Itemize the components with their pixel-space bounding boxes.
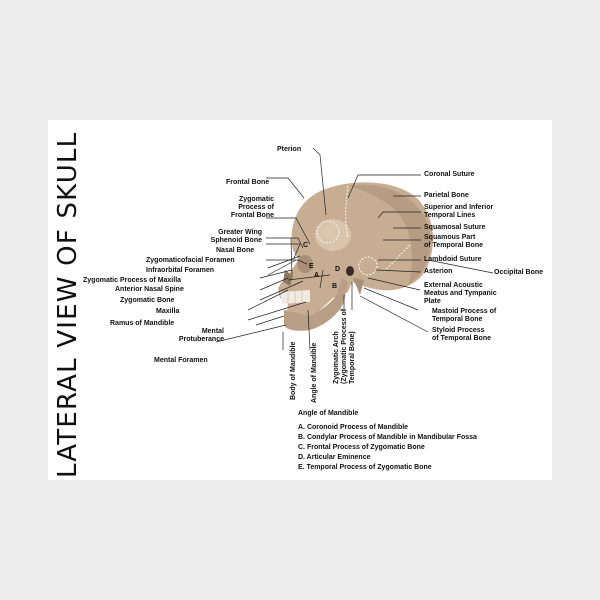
- label-zygomatic-bone: Zygomatic Bone: [120, 297, 175, 304]
- lambdoid-suture-line: [382, 244, 411, 273]
- label-zygomatic-process-maxilla: Zygomatic Process of Maxilla: [83, 277, 182, 284]
- label-zygomaticofacial-foramen: Zygomaticofacial Foramen: [146, 257, 235, 264]
- asterion-circle: [358, 256, 378, 276]
- label-zygomatic-arch: Zygomatic Arch (Zygomatic Process of Tem…: [333, 308, 356, 384]
- poster: LATERAL VIEW OF SKULL: [48, 120, 552, 480]
- letter-a: A: [314, 272, 320, 279]
- label-mastoid-process: Mastoid Process of Temporal Bone: [432, 308, 497, 323]
- label-nasal-bone: Nasal Bone: [216, 247, 255, 254]
- mandible: [284, 278, 348, 331]
- label-infraorbital-foramen: Infraorbital Foramen: [146, 267, 215, 274]
- label-body-of-mandible: Body of Mandible: [290, 341, 297, 400]
- skull-illustration: [215, 147, 494, 351]
- label-anterior-nasal-spine: Anterior Nasal Spine: [115, 286, 184, 293]
- face: [278, 260, 353, 328]
- legend-heading: Angle of Mandible: [298, 410, 359, 417]
- orbit: [297, 255, 313, 273]
- temporal-fossa: [315, 219, 351, 251]
- letter-c: C: [303, 242, 309, 249]
- label-asterion: Asterion: [424, 268, 453, 275]
- pterion-circle: [316, 220, 340, 244]
- cranium-shadow: [348, 184, 431, 285]
- label-external-acoustic-meatus: External Acoustic Meatus and Tympanic Pl…: [424, 282, 497, 305]
- label-squamosal-suture: Squamosal Suture: [424, 224, 486, 231]
- legend: Angle of Mandible A. Coronoid Process of…: [298, 409, 477, 473]
- legend-item-c: C. Frontal Process of Zygomatic Bone: [298, 444, 425, 451]
- legend-item-e: E. Temporal Process of Zygomatic Bone: [298, 464, 432, 471]
- letter-e: E: [309, 263, 314, 270]
- label-frontal-bone: Frontal Bone: [226, 179, 270, 186]
- label-temporal-lines: Superior and Inferior Temporal Lines: [424, 204, 494, 219]
- external-acoustic-meatus: [346, 266, 354, 276]
- letter-b: B: [332, 283, 338, 290]
- legend-item-d: D. Articular Eminence: [298, 454, 371, 461]
- legend-item-b: B. Condylar Process of Mandible in Mandi…: [298, 434, 477, 441]
- label-maxilla: Maxilla: [156, 308, 180, 315]
- label-angle-of-mandible: Angle of Mandible: [311, 342, 318, 403]
- label-occipital-bone: Occipital Bone: [494, 269, 544, 276]
- legend-item-a: A. Coronoid Process of Mandible: [298, 424, 409, 431]
- label-lambdoid-suture: Lambdoid Suture: [424, 256, 482, 263]
- label-zygomatic-process-frontal: Zygomatic Process of Frontal Bone: [230, 196, 274, 219]
- label-mental-protuberance: Mental Protuberance: [178, 328, 224, 343]
- letter-d: D: [335, 266, 341, 273]
- coronal-suture-line: [345, 185, 349, 239]
- label-squamous-part: Squamous Part of Temporal Bone: [424, 234, 483, 249]
- label-mental-foramen: Mental Foramen: [154, 357, 208, 364]
- label-styloid-process: Styloid Process of Temporal Bone: [432, 327, 491, 342]
- label-coronal-suture: Coronal Suture: [424, 171, 475, 178]
- label-pterion: Pterion: [277, 146, 302, 153]
- label-ramus-of-mandible: Ramus of Mandible: [110, 320, 175, 327]
- label-parietal-bone: Parietal Bone: [424, 192, 469, 199]
- mastoid: [353, 278, 364, 295]
- label-greater-wing-sphenoid: Greater Wing Sphenoid Bone: [210, 229, 262, 244]
